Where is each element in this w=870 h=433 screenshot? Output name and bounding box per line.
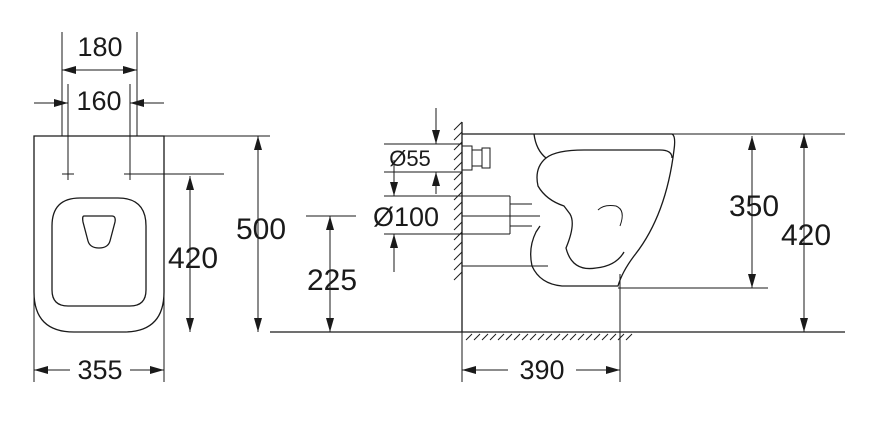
dimension-d55-label: Ø55 bbox=[389, 146, 431, 171]
dimension-180-label: 180 bbox=[77, 32, 122, 62]
dimension-355: 355 bbox=[33, 292, 165, 385]
front-body-outline bbox=[33, 135, 165, 333]
dimension-500: 500 bbox=[164, 135, 286, 332]
dimension-350-label: 350 bbox=[729, 190, 779, 223]
toilet-inner-curve bbox=[597, 205, 623, 227]
toilet-rim bbox=[533, 133, 673, 159]
dimension-355-label: 355 bbox=[77, 355, 122, 385]
toilet-trap bbox=[536, 157, 625, 270]
dimension-420-front: 420 bbox=[168, 176, 218, 332]
dimension-225: 225 bbox=[306, 215, 357, 332]
toilet-side-outline bbox=[462, 133, 676, 287]
dimension-500-label: 500 bbox=[236, 213, 286, 246]
floor-hatching bbox=[465, 333, 633, 341]
dimension-390-label: 390 bbox=[519, 355, 564, 385]
inlet-connector bbox=[461, 145, 491, 171]
side-view: Ø55 Ø100 225 350 bbox=[270, 108, 845, 385]
mount-point-left bbox=[62, 168, 74, 180]
dimension-390: 390 bbox=[461, 274, 621, 385]
dimension-225-label: 225 bbox=[307, 264, 357, 297]
dimension-350: 350 bbox=[618, 136, 779, 289]
dimension-420-side-label: 420 bbox=[781, 219, 831, 252]
dimension-160: 160 bbox=[34, 86, 164, 116]
dimension-d55: Ø55 bbox=[384, 108, 462, 194]
dimension-d100-label: Ø100 bbox=[373, 202, 439, 232]
front-bowl-outline bbox=[51, 197, 147, 307]
dimension-420-side: 420 bbox=[672, 133, 845, 332]
front-view: 180 160 420 500 bbox=[33, 32, 286, 385]
mount-point-right bbox=[124, 168, 136, 180]
dimension-180: 180 bbox=[62, 32, 137, 74]
dimension-160-label: 160 bbox=[76, 86, 121, 116]
dimension-d100: Ø100 bbox=[373, 160, 462, 272]
outlet-pipe bbox=[462, 195, 540, 235]
wall-hatching bbox=[453, 121, 463, 281]
dimension-420-front-label: 420 bbox=[168, 242, 218, 275]
front-bowl-opening bbox=[82, 215, 116, 249]
